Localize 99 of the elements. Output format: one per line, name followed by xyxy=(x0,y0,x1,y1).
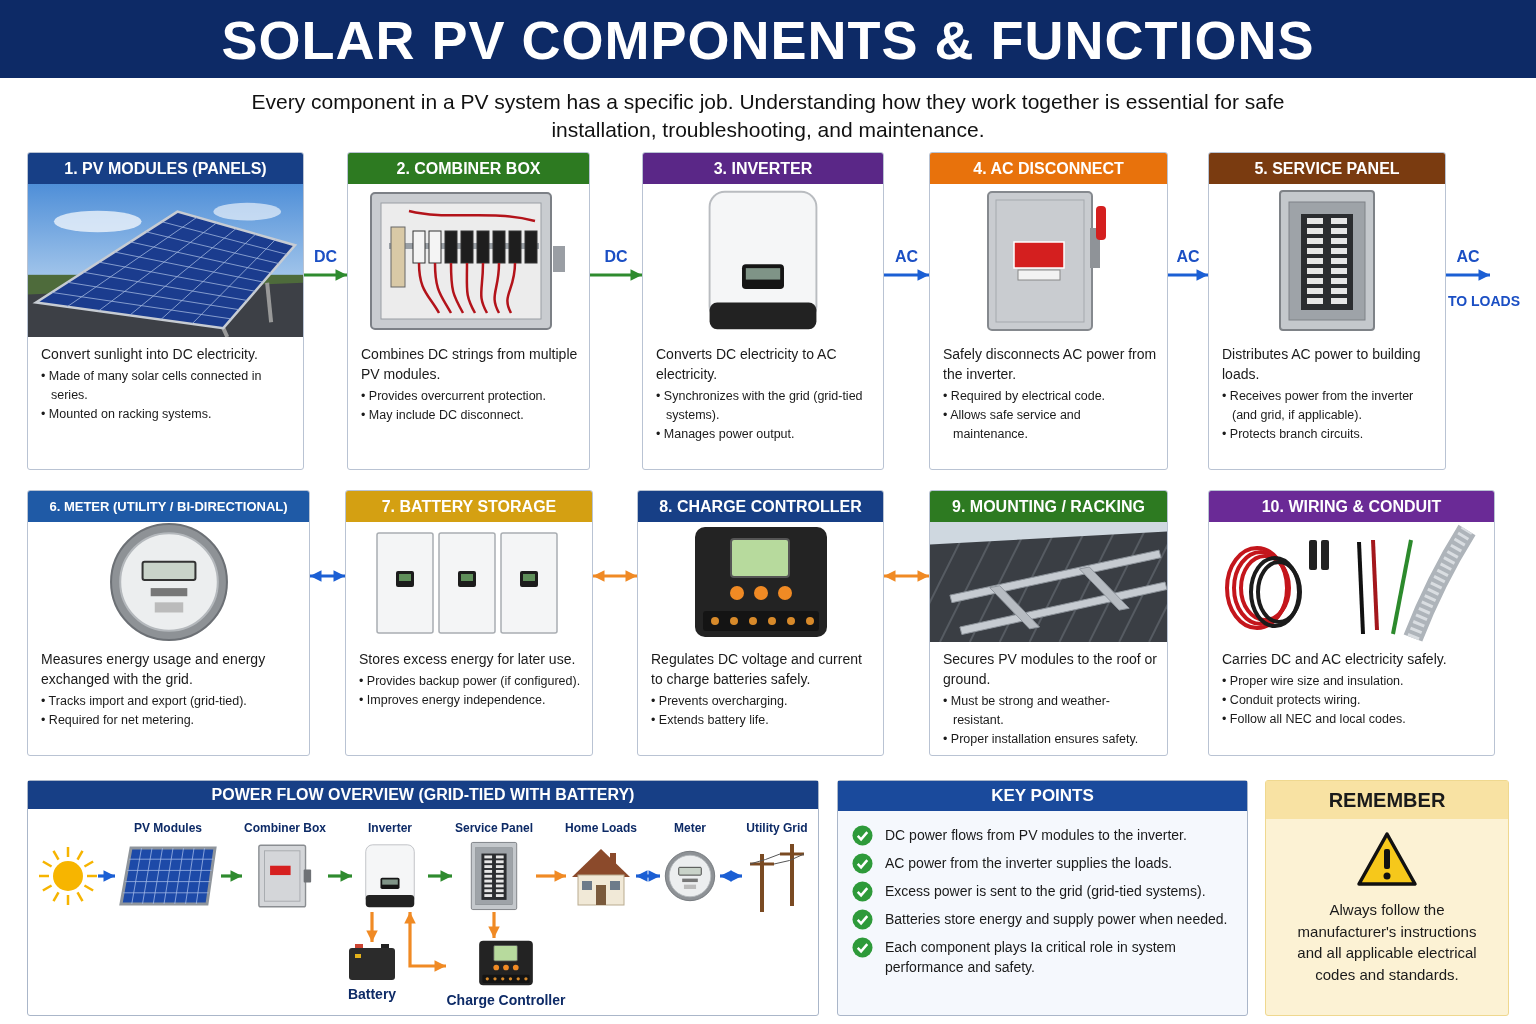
card-header: 4. AC DISCONNECT xyxy=(930,153,1167,184)
component-label: Combiner Box xyxy=(244,820,326,836)
card-header: 3. INVERTER xyxy=(643,153,883,184)
component-card xyxy=(27,490,310,756)
bullet-item: • Proper wire size and insulation. xyxy=(1222,673,1405,690)
bullet-item: • Prevents overcharging. xyxy=(651,693,789,710)
description: Secures PV modules to the roof or ground. xyxy=(943,650,1157,689)
arrow xyxy=(221,870,242,882)
description: Convert sunlight into DC electricity. xyxy=(41,345,259,364)
bullet-item: • Provides overcurrent protection. xyxy=(361,388,548,405)
bullet-item: • Allows safe service and maintenance. xyxy=(943,407,1082,443)
arrow xyxy=(536,870,566,882)
component-label: Service Panel xyxy=(454,820,534,836)
card-header: 2. COMBINER BOX xyxy=(348,153,589,184)
reminder-text: Always follow the manufacturer's instructions and all applicable electrical codes and standards. xyxy=(1296,900,1478,985)
component-card xyxy=(1208,490,1495,756)
bullet-item: • Conduit protects wiring. xyxy=(1222,692,1362,709)
double-arrow xyxy=(636,870,660,882)
key-point: AC power from the inverter supplies the loads. xyxy=(885,854,1173,873)
arrow xyxy=(1168,269,1208,281)
component-label: Home Loads xyxy=(565,820,637,836)
sun-icon xyxy=(38,846,98,906)
bullet-item: • Extends battery life. xyxy=(651,712,770,729)
double-arrow xyxy=(404,912,446,972)
panel-header: REMEMBER xyxy=(1266,781,1508,819)
component-card xyxy=(345,490,593,756)
bullet-item: • Made of many solar cells connected in series. xyxy=(41,368,263,404)
component-card xyxy=(1208,152,1446,470)
bullet-item: • Improves energy independence. xyxy=(359,692,547,709)
key-point: DC power flows from PV modules to the inverter. xyxy=(885,826,1187,845)
key-points-panel xyxy=(837,780,1248,1016)
component-card xyxy=(642,152,884,470)
card-header: 5. SERVICE PANEL xyxy=(1209,153,1445,184)
double-arrow xyxy=(884,570,929,582)
bullet-item: • Proper installation ensures safety. xyxy=(943,731,1140,748)
panel-header: POWER FLOW OVERVIEW (GRID-TIED WITH BATTERY) xyxy=(28,781,818,809)
key-point: Each component plays Ia critical role in system performance and safety. xyxy=(885,938,1177,977)
arrow xyxy=(1446,269,1490,281)
component-card xyxy=(637,490,884,756)
arrow xyxy=(366,912,378,942)
arrow xyxy=(304,269,347,281)
double-arrow xyxy=(593,570,637,582)
component-card xyxy=(27,152,304,470)
bullet-item: • May include DC disconnect. xyxy=(361,407,525,424)
key-point: Batteries store energy and supply power when needed. xyxy=(885,910,1228,929)
description: Measures energy usage and energy exchanged with the grid. xyxy=(41,650,267,689)
key-point: Excess power is sent to the grid (grid-tied systems). xyxy=(885,882,1206,901)
bullet-item: • Must be strong and weather-resistant. xyxy=(943,693,1111,729)
bullet-item: • Mounted on racking systems. xyxy=(41,406,213,423)
bullet-item: • Follow all NEC and local codes. xyxy=(1222,711,1407,728)
component-label: PV Modules xyxy=(134,820,202,836)
bullet-item: • Required for net metering. xyxy=(41,712,196,729)
bullet-item: • Synchronizes with the grid (grid-tied systems). xyxy=(656,388,864,424)
edge-label: AC xyxy=(894,248,919,266)
arrow xyxy=(328,870,352,882)
description: Stores excess energy for later use. xyxy=(359,650,577,669)
edge-label: AC xyxy=(1176,248,1200,266)
subtitle: Every component in a PV system has a specific job. Understanding how they work together is essential for safe installation, troubleshooting, and maintenance. xyxy=(250,89,1286,143)
arrow xyxy=(488,912,500,938)
reminder-panel xyxy=(1265,780,1509,1016)
note-text: TO LOADS xyxy=(1446,292,1522,310)
arrow xyxy=(884,269,929,281)
bullet-item: • Receives power from the inverter (and grid, if applicable). xyxy=(1222,388,1415,424)
arrow xyxy=(590,269,642,281)
edge-label: DC xyxy=(604,248,628,266)
title-banner: SOLAR PV COMPONENTS & FUNCTIONS xyxy=(0,0,1536,78)
description: Regulates DC voltage and current to charge batteries safely. xyxy=(651,650,863,689)
component-label: Inverter xyxy=(368,820,412,836)
edge-label: DC xyxy=(313,248,338,266)
component-label: Charge Controller xyxy=(446,992,566,1008)
card-header: 7. BATTERY STORAGE xyxy=(346,491,592,522)
card-header: 1. PV MODULES (PANELS) xyxy=(28,153,303,184)
description: Carries DC and AC electricity safely. xyxy=(1222,650,1448,669)
component-card xyxy=(929,490,1168,756)
bullet-item: • Required by electrical code. xyxy=(943,388,1107,405)
double-arrow xyxy=(310,570,345,582)
description: Safely disconnects AC power from the inverter. xyxy=(943,345,1157,384)
component-label: Utility Grid xyxy=(746,820,808,836)
flow-panel xyxy=(27,780,819,1016)
component-label: Battery xyxy=(347,986,397,1002)
component-card xyxy=(347,152,590,470)
bullet-item: • Provides backup power (if configured). xyxy=(359,673,582,690)
panel-header: KEY POINTS xyxy=(838,781,1247,811)
component-label: Meter xyxy=(674,820,706,836)
description: Converts DC electricity to AC electricity. xyxy=(656,345,838,384)
component-card xyxy=(929,152,1168,470)
double-arrow xyxy=(720,870,742,882)
bullet-item: • Manages power output. xyxy=(656,426,796,443)
arrow xyxy=(428,870,452,882)
bullet-item: • Protects branch circuits. xyxy=(1222,426,1365,443)
description: Distributes AC power to building loads. xyxy=(1222,345,1422,384)
arrow xyxy=(98,870,115,882)
card-header: 8. CHARGE CONTROLLER xyxy=(638,491,883,522)
card-header: 9. MOUNTING / RACKING xyxy=(930,491,1167,522)
card-header: 6. METER (UTILITY / BI-DIRECTIONAL) xyxy=(28,491,309,522)
edge-label: AC xyxy=(1456,248,1480,266)
bullet-item: • Tracks import and export (grid-tied). xyxy=(41,693,248,710)
card-header: 10. WIRING & CONDUIT xyxy=(1209,491,1494,522)
description: Combines DC strings from multiple PV modules. xyxy=(361,345,579,384)
